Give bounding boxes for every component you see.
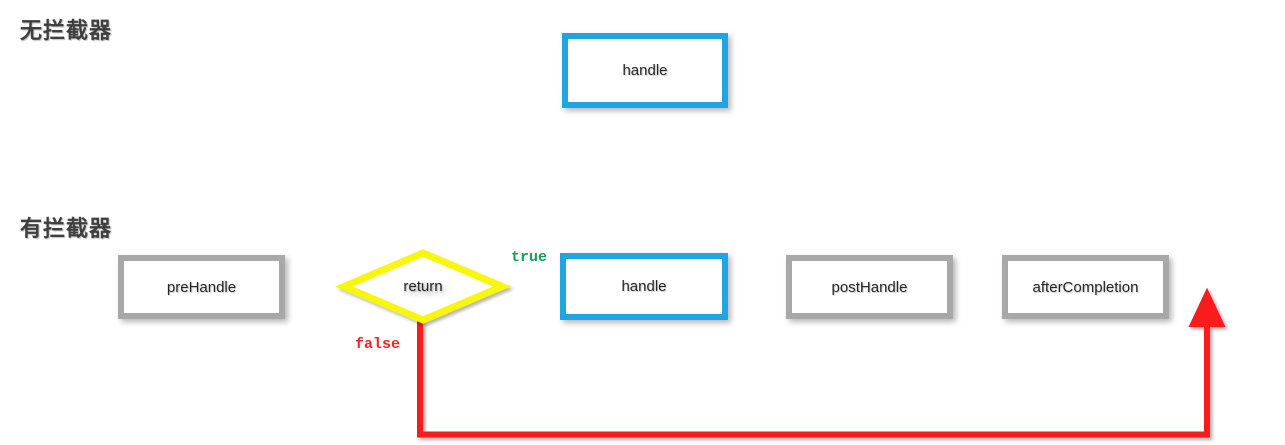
node-label: return (403, 278, 443, 295)
node-label: postHandle (831, 278, 908, 296)
node-label: handle (622, 62, 668, 79)
edge-label-true: true (511, 249, 548, 266)
node-handle-top: handle (562, 33, 728, 108)
node-prehandle: preHandle (118, 255, 285, 319)
page-title-bottom: 有拦截器 (20, 216, 113, 241)
node-label: preHandle (166, 278, 237, 296)
node-posthandle: postHandle (786, 255, 953, 319)
node-aftercompletion: afterCompletion (1002, 255, 1169, 319)
node-return-label-wrap: return (344, 253, 502, 320)
node-label: afterCompletion (1032, 278, 1139, 296)
page-title-top: 无拦截器 (20, 18, 113, 43)
node-handle-bottom: handle (560, 253, 728, 320)
edge-return-false-loopback (417, 287, 1226, 438)
node-return-diamond (335, 249, 511, 324)
node-label: handle (621, 278, 667, 295)
edge-label-false: false (355, 336, 401, 353)
